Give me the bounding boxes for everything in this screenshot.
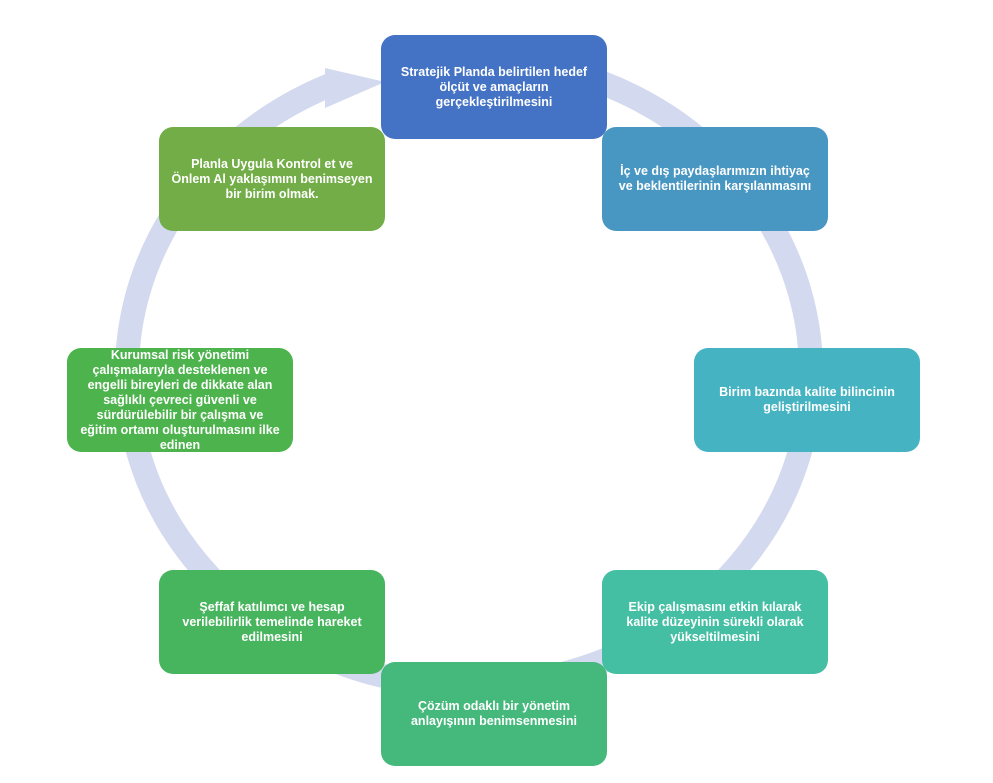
node-transparency-text: Şeffaf katılımcı ve hesap verilebilirlik… <box>182 599 362 644</box>
node-risk-management: Kurumsal risk yönetimi çalışmalarıyla de… <box>67 348 293 452</box>
cycle-arrowhead-icon <box>325 68 385 108</box>
node-strategic-plan-text: Stratejik Planda belirtilen hedef ölçüt … <box>400 64 588 109</box>
node-risk-management-text: Kurumsal risk yönetimi çalışmalarıyla de… <box>80 347 280 452</box>
node-stakeholder-needs: İç ve dış paydaşlarımızın ihtiyaç ve bek… <box>602 127 828 231</box>
node-transparency: Şeffaf katılımcı ve hesap verilebilirlik… <box>159 570 385 674</box>
node-teamwork-quality-text: Ekip çalışmasını etkin kılarak kalite dü… <box>626 599 804 644</box>
node-quality-awareness-text: Birim bazında kalite bilincinin geliştir… <box>719 385 895 414</box>
node-solution-oriented: Çözüm odaklı bir yönetim anlayışının ben… <box>381 662 607 766</box>
node-teamwork-quality: Ekip çalışmasını etkin kılarak kalite dü… <box>602 570 828 674</box>
node-solution-oriented-text: Çözüm odaklı bir yönetim anlayışının ben… <box>410 699 578 728</box>
node-pdca-text: Planla Uygula Kontrol et ve Önlem Al yak… <box>171 156 373 201</box>
node-stakeholder-needs-text: İç ve dış paydaşlarımızın ihtiyaç ve bek… <box>618 164 812 193</box>
node-pdca: Planla Uygula Kontrol et ve Önlem Al yak… <box>159 127 385 231</box>
node-strategic-plan: Stratejik Planda belirtilen hedef ölçüt … <box>381 35 607 139</box>
node-quality-awareness: Birim bazında kalite bilincinin geliştir… <box>694 348 920 452</box>
